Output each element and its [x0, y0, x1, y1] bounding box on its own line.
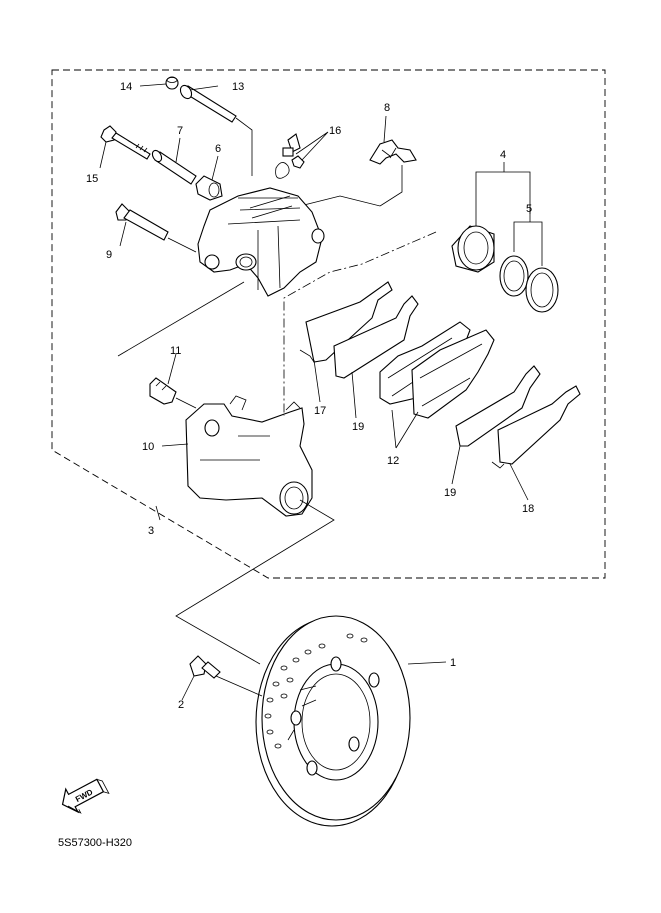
caliper-bracket-part-10: [175, 395, 335, 665]
shim-part-17: [299, 281, 393, 363]
callout-1: 1: [450, 657, 456, 669]
callout-9: 9: [106, 249, 112, 261]
pad-spring-part-8: [299, 139, 417, 207]
disc-leader: [407, 661, 447, 665]
bolt-part-11: [149, 377, 197, 409]
callout-11: 11: [170, 345, 181, 357]
brake-disc-part-1: [255, 615, 411, 827]
callout-2: 2: [178, 699, 184, 711]
callout-8: 8: [384, 102, 390, 114]
assembly-line-pads: [283, 231, 437, 416]
seal-part-5a: [499, 255, 529, 297]
callout-18: 18: [522, 503, 534, 515]
callout-12: 12: [387, 455, 399, 467]
group-bracket-16: [295, 131, 329, 161]
callout-leaders: [99, 83, 531, 701]
pin-part-13: [179, 84, 253, 176]
callout-4: 4: [500, 149, 506, 161]
drawing-code: 5S57300-H320: [58, 837, 132, 849]
disc-bolt-part-2: [189, 655, 263, 697]
callout-7: 7: [177, 125, 183, 137]
group-bracket-4: [475, 171, 531, 226]
callout-3: 3: [148, 525, 154, 537]
bleed-screw-part-16: [275, 133, 305, 179]
pad-part-12-outer: [411, 329, 495, 419]
pad-part-19-upper: [333, 295, 419, 379]
pin-part-9: [115, 203, 197, 253]
callout-13: 13: [232, 81, 244, 93]
callout-19-lower: 19: [444, 487, 456, 499]
pad-part-19-lower: [455, 365, 541, 447]
callout-6: 6: [215, 143, 221, 155]
cap-part-14: [165, 76, 179, 90]
shim-part-18: [491, 385, 581, 469]
bolt-part-15: [100, 125, 151, 160]
callout-5: 5: [526, 203, 532, 215]
caliper-body: [117, 187, 325, 357]
callout-10: 10: [142, 441, 154, 453]
boot-part-6: [195, 175, 223, 201]
sleeve-pin-part-7: [151, 149, 197, 185]
callout-14: 14: [120, 81, 132, 93]
piston-part-4: [451, 225, 495, 273]
callout-19-upper: 19: [352, 421, 364, 433]
seal-part-5b: [525, 267, 559, 313]
group-bracket-5: [513, 221, 543, 266]
group-bracket-12: [391, 409, 419, 449]
fwd-arrow-icon: FWD: [61, 778, 110, 814]
callout-17: 17: [314, 405, 326, 417]
callout-16: 16: [329, 125, 341, 137]
callout-15: 15: [86, 173, 98, 185]
